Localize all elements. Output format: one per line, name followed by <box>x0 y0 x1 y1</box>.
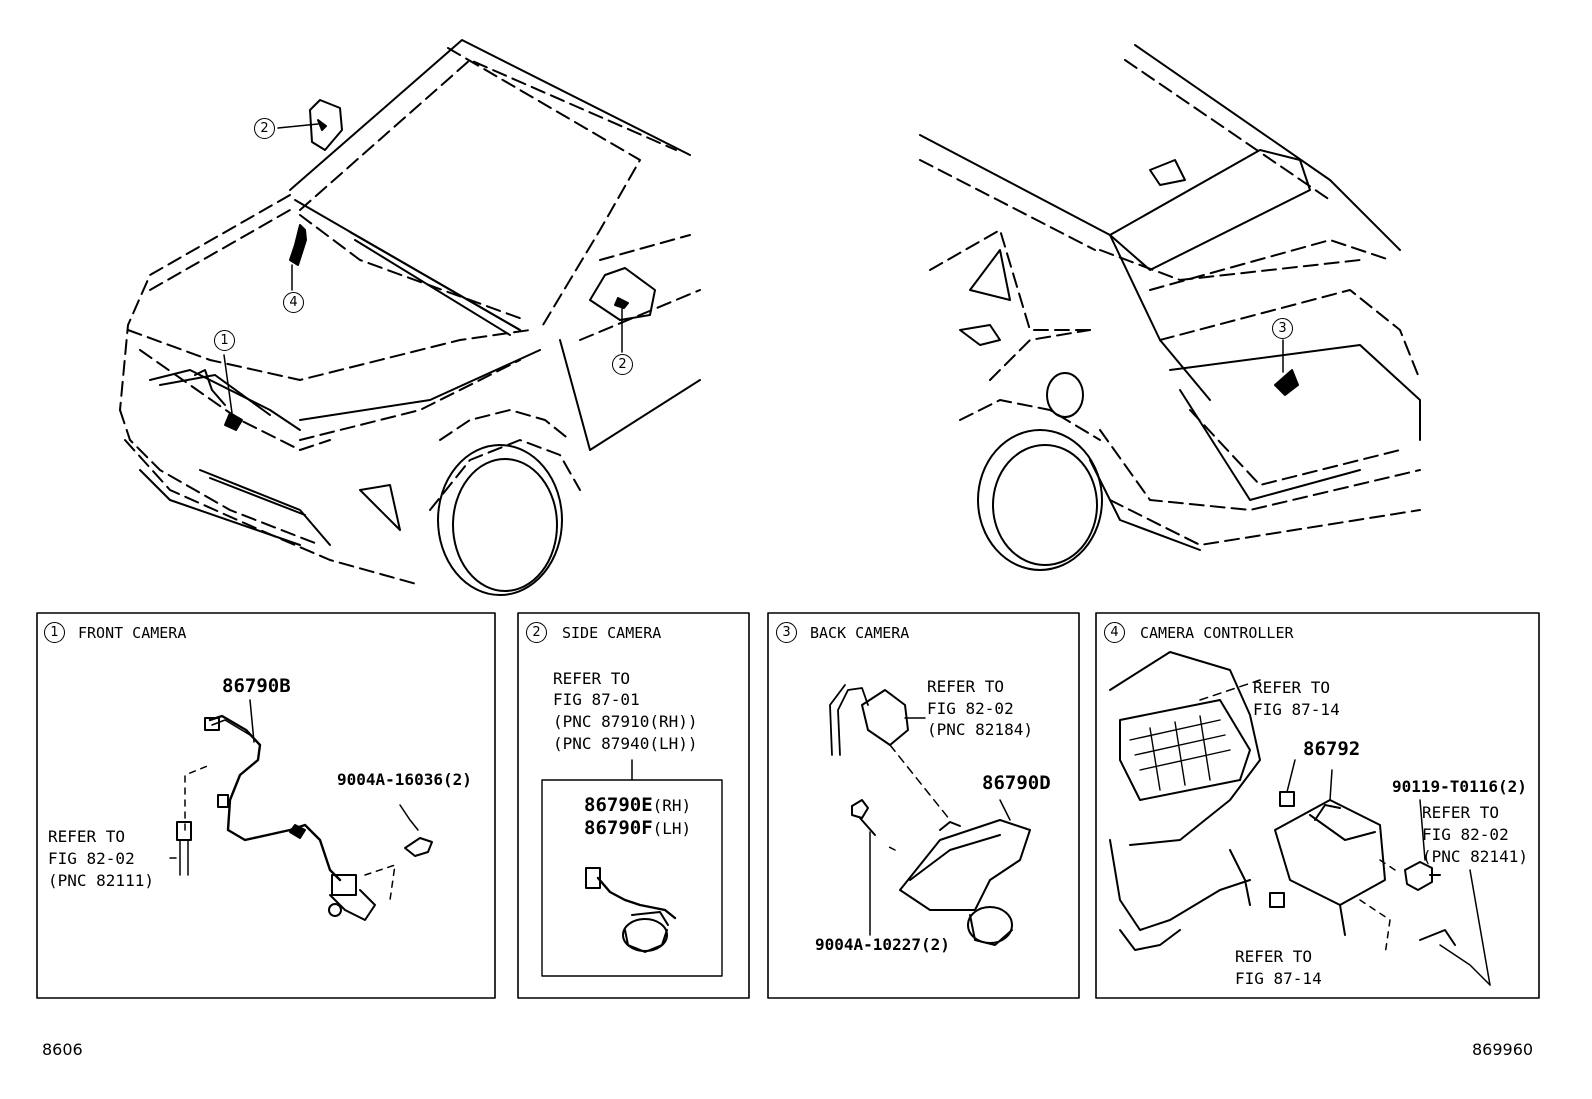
panel-front-title: FRONT CAMERA <box>78 624 187 642</box>
panel-back-title: BACK CAMERA <box>810 624 910 642</box>
panel-controller-title: CAMERA CONTROLLER <box>1140 624 1294 642</box>
rear-vehicle-illustration <box>919 44 1421 571</box>
side-refer-line2[interactable]: FIG 87-01 <box>553 690 640 709</box>
controller-part-drawing <box>1109 651 1491 986</box>
panel-front-number: 1 <box>44 622 65 643</box>
part-86790B[interactable]: 86790B <box>222 675 291 697</box>
footer-left-code: 8606 <box>42 1040 83 1059</box>
front-refer-line2[interactable]: FIG 82-02 <box>48 849 135 868</box>
panel-side-title: SIDE CAMERA <box>562 624 662 642</box>
front-refer-line3: (PNC 82111) <box>48 871 154 890</box>
part-bolt[interactable]: 90119-T0116(2) <box>1392 777 1527 796</box>
part-clip[interactable]: 9004A-16036(2) <box>337 770 472 789</box>
side-refer-line3: (PNC 87910(RH)) <box>553 712 698 731</box>
part-86790E[interactable]: 86790E(RH) <box>584 794 692 816</box>
callout-back-camera[interactable]: 3 <box>1272 318 1293 339</box>
controller-refer-bottom-line2[interactable]: FIG 87-14 <box>1235 969 1322 988</box>
part-screw[interactable]: 9004A-10227(2) <box>815 935 950 954</box>
panel-back-number: 3 <box>776 622 797 643</box>
side-refer-line4: (PNC 87940(LH)) <box>553 734 698 753</box>
panel-controller-border <box>1095 612 1540 999</box>
callout-side-camera-left[interactable]: 2 <box>254 118 275 139</box>
part-86792[interactable]: 86792 <box>1303 738 1361 760</box>
panel-front-border <box>36 612 496 999</box>
part-86790E-number: 86790E <box>584 794 653 816</box>
controller-refer-top-line1: REFER TO <box>1253 678 1331 697</box>
front-camera-part-drawing <box>169 699 433 921</box>
callout-front-camera[interactable]: 1 <box>214 330 235 351</box>
controller-refer-right-line3: (PNC 82141) <box>1422 847 1528 866</box>
controller-refer-right-line2[interactable]: FIG 82-02 <box>1422 825 1509 844</box>
back-refer-line3: (PNC 82184) <box>927 720 1033 739</box>
side-refer-line1: REFER TO <box>553 669 631 688</box>
back-refer-line2[interactable]: FIG 82-02 <box>927 699 1014 718</box>
panel-back-border <box>767 612 1080 999</box>
part-86790F[interactable]: 86790F(LH) <box>584 817 692 839</box>
back-refer-line1: REFER TO <box>927 677 1005 696</box>
callout-controller[interactable]: 4 <box>283 292 304 313</box>
controller-refer-right-line1: REFER TO <box>1422 803 1500 822</box>
back-camera-part-drawing <box>829 684 1031 946</box>
footer-right-code: 869960 <box>1472 1040 1534 1059</box>
side-camera-part-drawing <box>585 759 677 953</box>
part-86790D[interactable]: 86790D <box>982 772 1051 794</box>
controller-refer-top-line2[interactable]: FIG 87-14 <box>1253 700 1340 719</box>
panel-side-number: 2 <box>526 622 547 643</box>
callout-side-camera-right[interactable]: 2 <box>612 354 633 375</box>
part-86790F-number: 86790F <box>584 817 653 839</box>
controller-refer-bottom-line1: REFER TO <box>1235 947 1313 966</box>
front-refer-line1: REFER TO <box>48 827 126 846</box>
panel-controller-number: 4 <box>1104 622 1125 643</box>
part-86790F-suffix: (LH) <box>652 819 692 838</box>
front-vehicle-illustration <box>119 39 701 596</box>
part-86790E-suffix: (RH) <box>652 796 692 815</box>
panel-side-border <box>517 612 750 999</box>
